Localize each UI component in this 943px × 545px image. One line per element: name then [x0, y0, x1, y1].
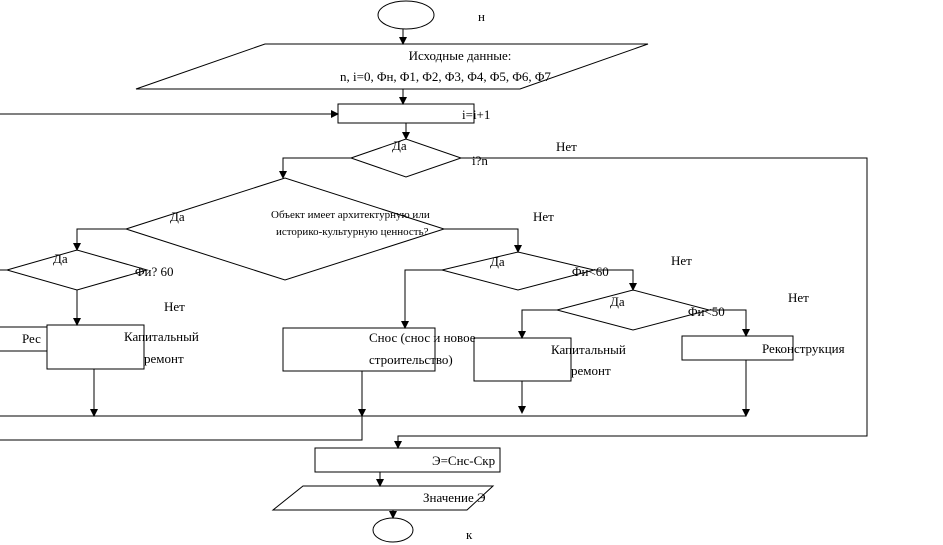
wear-right-condition: Φи<60 — [572, 264, 609, 279]
wear-50-yes-label: Да — [610, 294, 625, 309]
wear-check-50-diamond — [555, 289, 711, 331]
wear-50-yes-branch — [518, 309, 557, 339]
wear-50-condition: Φи<50 — [688, 304, 725, 319]
effect-calculation-box — [314, 447, 501, 473]
wear-left-condition: Φи? 60 — [135, 264, 174, 279]
wear-right-yes-branch — [401, 269, 442, 329]
output-parallelogram — [271, 485, 495, 511]
heritage-question-line1: Объект имеет архитектурную или — [271, 209, 430, 221]
input-params: n, i=0, Φн, Φ1, Φ2, Φ3, Φ4, Φ5, Φ6, Φ7 — [340, 69, 551, 84]
wear-right-yes-label: Да — [490, 254, 505, 269]
start-terminator — [377, 0, 435, 30]
reconstruction-box — [681, 335, 794, 361]
wear-right-no-branch — [594, 269, 637, 291]
heritage-yes-branch — [73, 228, 126, 251]
restoration-label: Рес — [22, 331, 41, 346]
capital-left-line1: Капитальный — [124, 329, 199, 344]
loop-condition-label: i?n — [472, 153, 488, 168]
heritage-no-label: Нет — [533, 209, 554, 224]
start-label: н — [478, 9, 485, 24]
wear-left-no-label: Нет — [164, 299, 185, 314]
demolition-line2: строительство) — [369, 352, 453, 367]
end-terminator — [372, 517, 414, 543]
capital-repair-left-box — [46, 324, 145, 370]
wear-right-no-label: Нет — [671, 253, 692, 268]
input-data-parallelogram — [135, 43, 649, 90]
capital-right-line1: Капитальный — [551, 342, 626, 357]
increment-process-box — [337, 103, 475, 124]
capital-right-line2: ремонт — [571, 363, 611, 378]
input-title: Исходные данные: — [408, 48, 512, 63]
demolition-line1: Снос (снос и новое — [369, 330, 476, 345]
heritage-question-line2: историко-культурную ценность? — [276, 226, 429, 238]
increment-label: i=i+1 — [462, 107, 491, 122]
return-line — [0, 416, 363, 441]
wear-check-60-left-diamond — [5, 249, 149, 291]
output-label: Значение Э — [423, 490, 486, 505]
capital-left-line2: ремонт — [144, 351, 184, 366]
loop-no-branch — [394, 157, 868, 449]
heritage-no-branch — [444, 228, 522, 253]
loop-no-label: Нет — [556, 139, 577, 154]
wear-left-yes-label: Да — [53, 251, 68, 266]
reconstruction-label: Реконструкция — [762, 341, 845, 356]
loop-yes-branch — [279, 157, 351, 179]
heritage-yes-label: Да — [170, 209, 185, 224]
wear-50-no-label: Нет — [788, 290, 809, 305]
effect-formula-label: Э=Снс-Скр — [432, 453, 496, 468]
demolition-box — [282, 327, 436, 372]
wear-50-no-branch — [709, 309, 750, 337]
loop-yes-label: Да — [392, 138, 407, 153]
end-label: к — [466, 527, 473, 542]
